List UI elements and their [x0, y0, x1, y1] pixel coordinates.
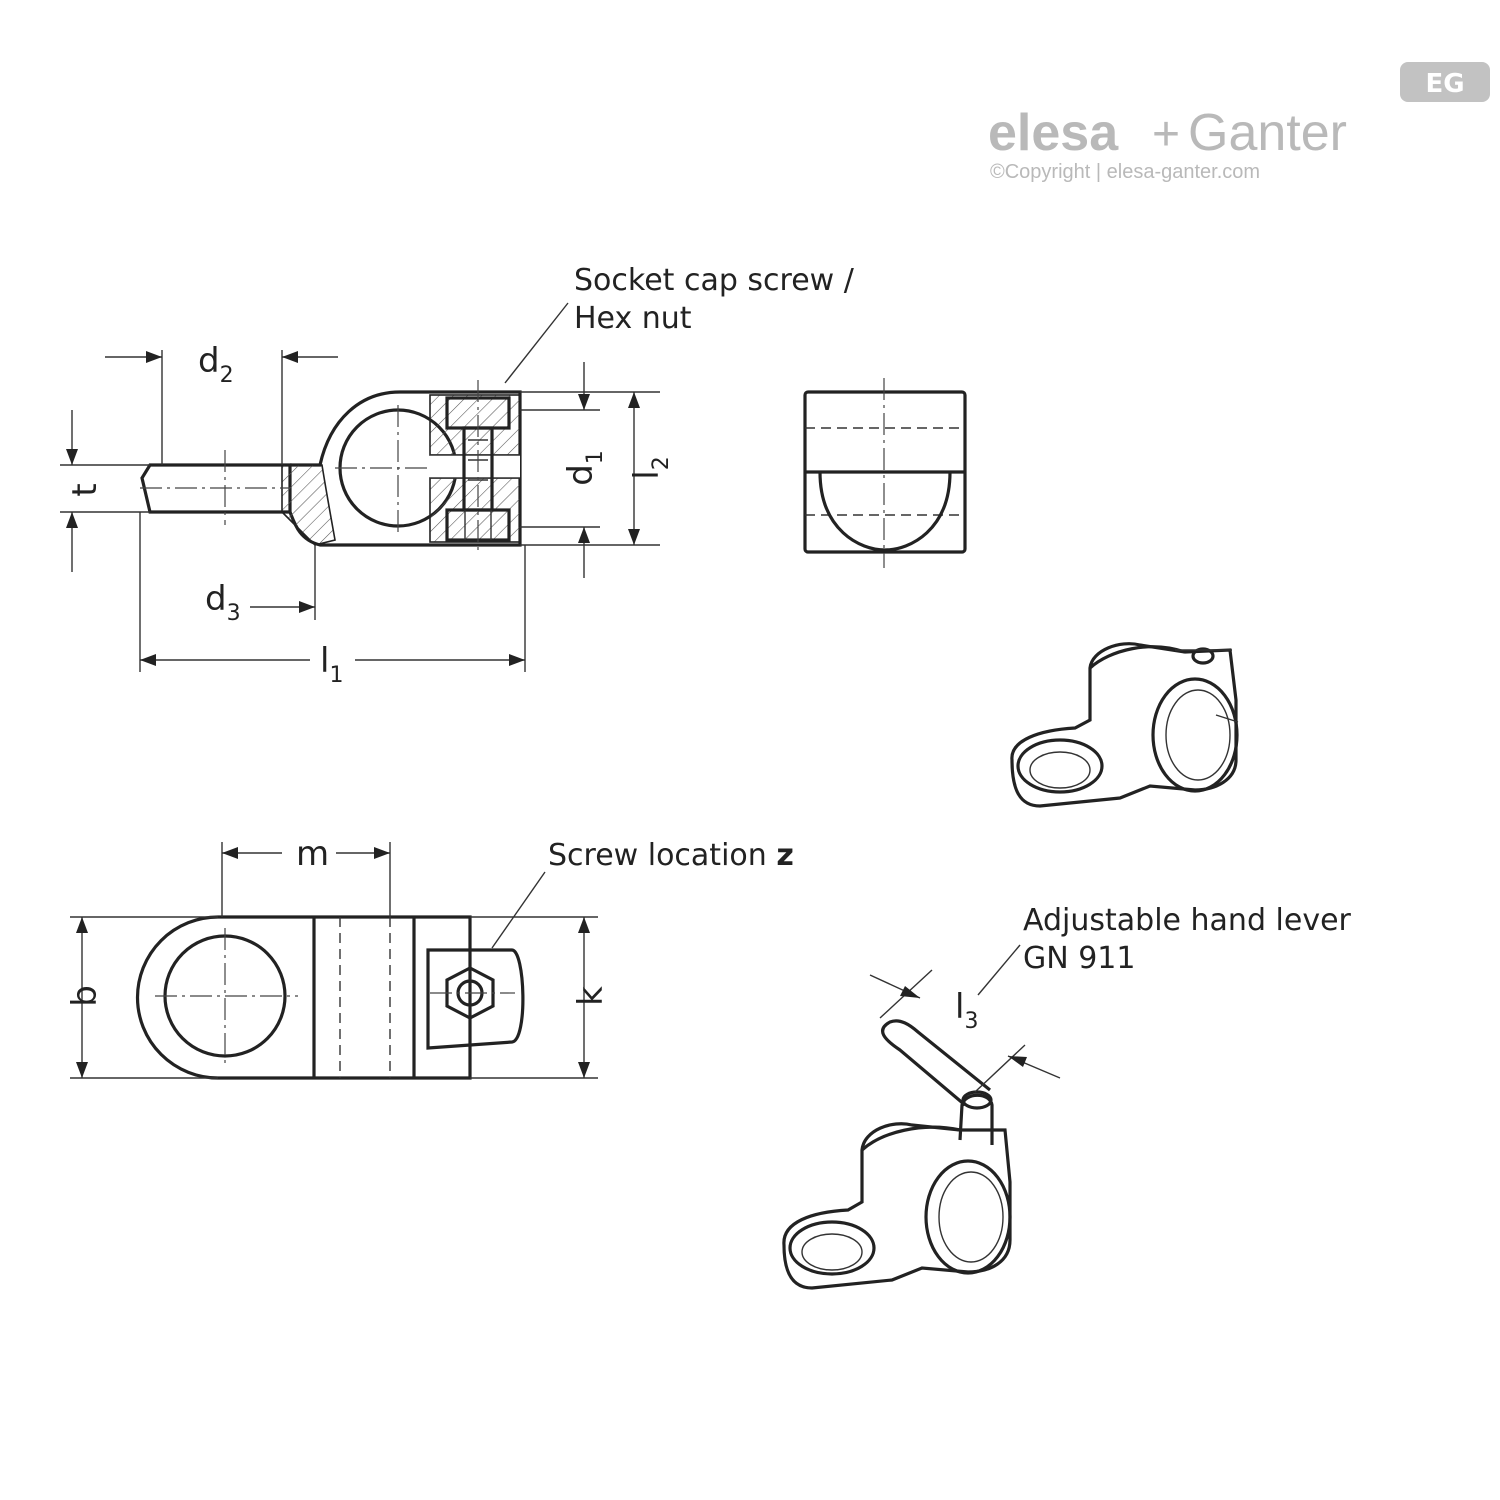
screw-lug	[426, 948, 525, 1050]
body-section-hatch	[281, 464, 336, 546]
dim-d3: d3	[205, 579, 241, 626]
dim-b: b	[65, 985, 105, 1007]
callout-lever-line1: Adjustable hand lever	[1023, 903, 1352, 938]
callout-lever-line2: GN 911	[1023, 941, 1136, 976]
front-section-view: d2 t d1 l2 d3 l1	[60, 263, 855, 688]
dim-d1: d1	[561, 450, 608, 486]
dim-m: m	[296, 834, 329, 874]
lever-handle	[881, 1019, 992, 1107]
callout-socket-line2: Hex nut	[574, 301, 692, 336]
side-view	[803, 378, 967, 568]
logo-copyright: ©Copyright | elesa-ganter.com	[990, 161, 1260, 183]
dim-k: k	[571, 986, 611, 1006]
logo-elesa: elesa	[988, 104, 1119, 162]
screw-block-top	[429, 394, 521, 456]
logo-plus: +	[1152, 108, 1180, 161]
callout-socket-line1: Socket cap screw /	[574, 263, 855, 298]
isometric-view-clamp	[1010, 642, 1239, 808]
iso1-bore	[1151, 677, 1239, 793]
clamp-tab	[140, 463, 292, 514]
dim-l2: l2	[627, 456, 674, 479]
top-view: m b k Screw location z	[65, 834, 794, 1080]
clamp-body	[288, 390, 522, 547]
isometric-view-lever: l3 Adjustable hand lever GN 911	[782, 903, 1352, 1290]
screw-location-leader	[491, 871, 546, 949]
brand-logo: EG elesa + Ganter ©Copyright | elesa-gan…	[988, 62, 1490, 183]
eg-badge	[1400, 62, 1490, 102]
socket-leader	[504, 302, 569, 384]
dim-l1: l1	[320, 641, 343, 688]
iso2-mount-hole	[788, 1220, 876, 1276]
callout-screw-location: Screw location z	[548, 838, 794, 873]
lever-leader	[977, 944, 1021, 996]
dim-t: t	[65, 483, 105, 496]
iso1-mount-hole	[1016, 738, 1104, 794]
iso2-outline	[782, 1122, 1012, 1290]
top-outline	[135, 915, 472, 1080]
iso1-outline	[1010, 642, 1238, 808]
top-hex-nut	[445, 966, 495, 1020]
logo-ganter: Ganter	[1188, 104, 1347, 162]
eg-badge-text: EG	[1425, 69, 1464, 99]
iso2-bore	[924, 1159, 1012, 1275]
dim-d2: d2	[198, 341, 234, 388]
lever-stem	[958, 1093, 994, 1145]
dim-l3: l3	[955, 987, 978, 1034]
